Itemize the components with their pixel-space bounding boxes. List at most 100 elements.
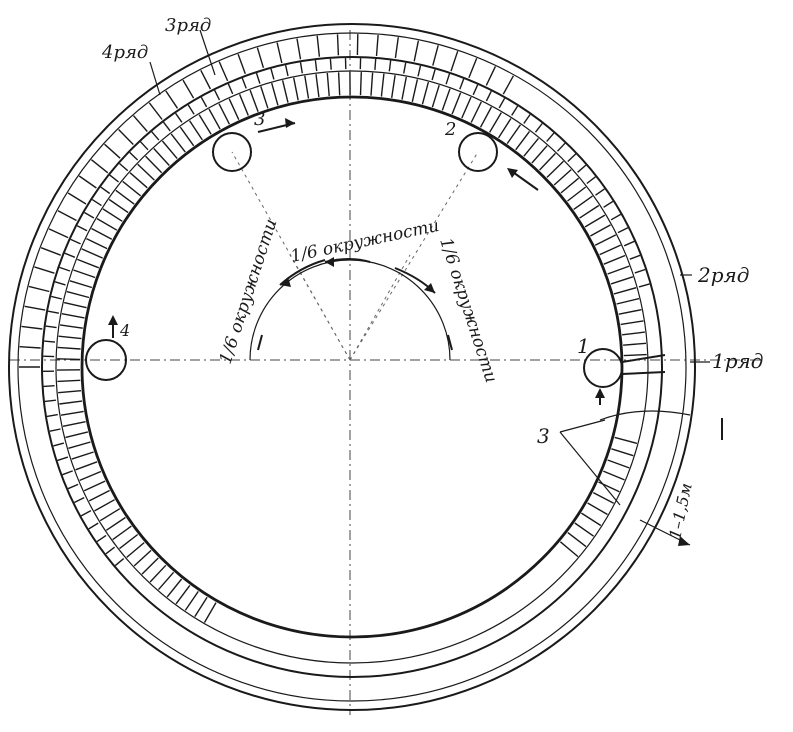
brick-line: [70, 238, 81, 245]
brick-line: [78, 175, 97, 189]
brick-line: [502, 75, 515, 95]
label-burner-2: 2: [444, 119, 456, 140]
tick-arrow-left: [257, 334, 263, 351]
brick-line: [114, 558, 125, 567]
brick-line: [57, 346, 81, 350]
brick-line: [629, 254, 641, 260]
burner-4: [85, 315, 127, 381]
radial-guides: [231, 151, 479, 361]
brick-line: [577, 164, 587, 173]
label-row-3: 3ряд: [165, 15, 211, 36]
brick-line: [96, 217, 118, 231]
brick-line: [539, 152, 556, 171]
brick-line: [228, 98, 240, 120]
label-burner-4: 4: [119, 321, 130, 340]
row-pointers: [149, 29, 710, 363]
brick-line: [81, 248, 103, 259]
brick-line: [44, 399, 56, 403]
brick-line: [67, 192, 87, 205]
brick-line: [66, 290, 90, 299]
brick-line: [607, 459, 630, 469]
arc-arrowhead-right: [424, 283, 435, 293]
brick-line: [53, 442, 65, 447]
brick-line: [401, 76, 407, 100]
brick-line: [175, 112, 183, 123]
brick-line: [485, 90, 492, 102]
brick-line: [599, 244, 621, 256]
brick-line: [417, 65, 422, 77]
brick-line: [391, 75, 396, 99]
guide-mid-left: [289, 254, 351, 361]
brick-line: [198, 114, 212, 135]
brick-line: [86, 237, 108, 250]
outer-shell-ring: [8, 23, 696, 711]
brick-line: [54, 281, 66, 286]
brick-line: [129, 172, 148, 189]
brick-line: [102, 208, 123, 222]
tick-arrow-right: [447, 334, 453, 351]
brick-line: [119, 533, 139, 550]
brick-line: [48, 228, 69, 239]
brick-line: [77, 258, 100, 269]
brick-line: [592, 491, 615, 504]
brick-line: [161, 140, 178, 160]
brick-line: [34, 266, 55, 274]
brick-line: [470, 101, 482, 123]
brick-line: [374, 58, 377, 70]
brick-line: [153, 148, 170, 166]
brick-line: [620, 320, 644, 326]
brick-line: [59, 266, 71, 272]
brick-line: [485, 66, 497, 86]
brick-line: [468, 57, 478, 78]
brick-line: [638, 283, 650, 288]
brick-line: [170, 133, 186, 153]
brick-line: [49, 428, 61, 432]
brick-line: [315, 74, 320, 98]
brick-line: [461, 96, 472, 119]
brick-line: [148, 102, 163, 120]
brick-line: [200, 96, 208, 108]
brick-line: [165, 90, 179, 109]
brick-line: [617, 227, 629, 234]
brick-line: [28, 285, 50, 293]
brick-line: [581, 512, 602, 527]
brick-line: [441, 88, 451, 111]
brick-line: [118, 129, 134, 145]
pointer-row-4: [149, 61, 161, 96]
brick-line: [64, 252, 76, 258]
brick-line: [511, 105, 519, 116]
brick-line: [413, 40, 420, 62]
brick-line: [284, 65, 289, 77]
brick-line: [567, 153, 577, 163]
brick-line: [90, 159, 109, 174]
brick-line: [119, 162, 129, 172]
label-burner-1: 1: [577, 334, 590, 358]
brick-line: [112, 525, 132, 541]
brick-line: [403, 62, 407, 74]
brick-line: [411, 79, 419, 102]
brick-line: [595, 188, 605, 196]
brick-line: [57, 210, 77, 222]
brick-line: [67, 483, 79, 490]
brick-line: [610, 276, 634, 285]
brick-line: [567, 532, 587, 548]
band-outer-row: [19, 34, 515, 368]
brick-line: [51, 295, 63, 300]
brick-line: [560, 177, 580, 194]
inner-lining-ring: [80, 95, 624, 639]
brick-line: [614, 436, 638, 445]
brick-line: [607, 265, 630, 275]
brick-line: [57, 379, 81, 383]
brick-line: [559, 541, 579, 558]
brick-line: [73, 496, 85, 504]
brick-line: [139, 141, 149, 151]
brick-line: [271, 82, 279, 106]
brick-line: [329, 58, 332, 70]
brick-line: [451, 92, 462, 115]
brick-line: [58, 390, 82, 394]
label-arc-right: 1/6 окружности: [435, 235, 501, 385]
brick-line: [62, 421, 86, 427]
brick-line: [194, 596, 208, 617]
label-row-4: 4ряд: [101, 42, 148, 63]
